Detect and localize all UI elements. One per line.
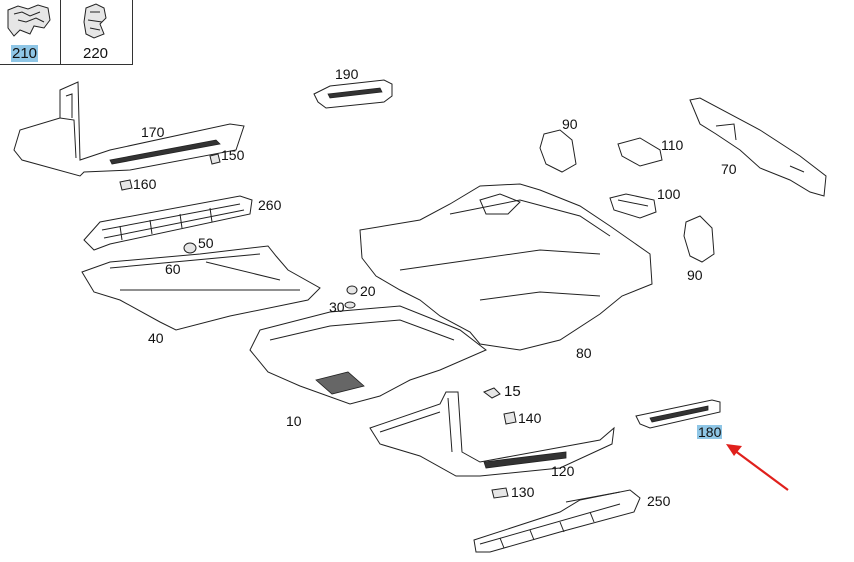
legend-table: 210 220 — [0, 0, 133, 65]
part-160-shape — [119, 179, 133, 191]
part-140-shape — [503, 411, 517, 425]
legend-label-220: 220 — [83, 45, 109, 62]
part-label-140[interactable]: 140 — [518, 410, 542, 426]
part-label-80[interactable]: 80 — [576, 345, 592, 361]
part-30-shape — [344, 301, 356, 309]
part-label-10[interactable]: 10 — [286, 413, 302, 429]
part-90b-shape — [683, 215, 715, 263]
part-label-150[interactable]: 150 — [221, 147, 245, 163]
part-120-shape — [369, 391, 615, 477]
part-50-shape — [183, 242, 197, 254]
part-10-shape — [249, 305, 487, 405]
part-190-shape — [313, 79, 393, 109]
part-label-70[interactable]: 70 — [721, 161, 737, 177]
part-label-190[interactable]: 190 — [335, 66, 359, 82]
part-180-shape — [635, 399, 721, 429]
part-label-170[interactable]: 170 — [141, 124, 165, 140]
legend-cell-220[interactable]: 220 — [61, 0, 132, 64]
part-20-shape — [346, 285, 358, 295]
part-label-100[interactable]: 100 — [657, 186, 681, 202]
part-70-shape — [689, 97, 827, 197]
part-label-260[interactable]: 260 — [258, 197, 282, 213]
part-130-shape — [491, 487, 509, 499]
part-260-shape — [83, 195, 253, 251]
part-label-50[interactable]: 50 — [198, 235, 214, 251]
legend-label-210: 210 — [11, 45, 39, 62]
part-100-shape — [609, 193, 657, 219]
part-label-90b[interactable]: 90 — [687, 267, 703, 283]
part-label-30[interactable]: 30 — [329, 299, 345, 315]
clip-210-icon — [7, 4, 51, 37]
part-label-90a[interactable]: 90 — [562, 116, 578, 132]
part-label-160[interactable]: 160 — [133, 176, 157, 192]
part-label-250[interactable]: 250 — [647, 493, 671, 509]
part-90a-shape — [539, 129, 577, 173]
clip-220-icon — [83, 3, 107, 39]
part-label-110[interactable]: 110 — [661, 137, 684, 153]
part-label-130[interactable]: 130 — [511, 484, 535, 500]
part-label-15[interactable]: 15 — [504, 383, 521, 400]
part-250-shape — [473, 489, 641, 553]
part-label-180[interactable]: 180 — [697, 424, 723, 440]
part-110-shape — [617, 137, 663, 167]
part-170-shape — [13, 81, 245, 177]
red-arrow-icon — [726, 444, 789, 491]
legend-cell-210[interactable]: 210 — [0, 0, 61, 64]
part-150-shape — [209, 153, 221, 165]
part-label-20[interactable]: 20 — [360, 283, 376, 299]
part-80-shape — [359, 183, 653, 351]
part-40-shape — [81, 245, 321, 331]
part-label-40[interactable]: 40 — [148, 330, 164, 346]
part-label-60[interactable]: 60 — [165, 261, 181, 277]
part-15-shape — [482, 387, 501, 399]
part-label-120[interactable]: 120 — [551, 463, 575, 479]
